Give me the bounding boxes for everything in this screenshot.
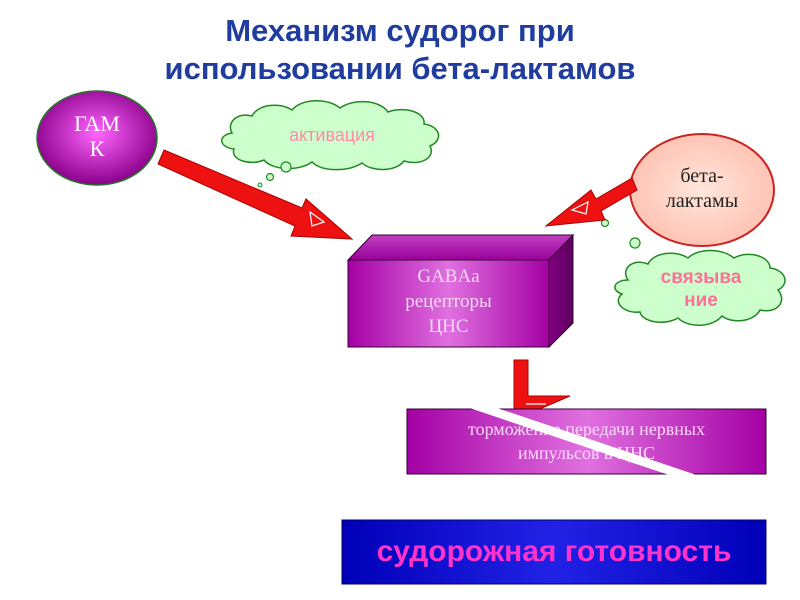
gaba-label: ГАМ К bbox=[57, 111, 137, 161]
binding-label: связыва ние bbox=[636, 266, 766, 312]
beta-lactams-label-line2: лактамы bbox=[665, 190, 739, 212]
gaba-label-line2: К bbox=[89, 136, 105, 161]
arrow-beta-to-receptor bbox=[544, 177, 638, 227]
gaba-node bbox=[36, 90, 158, 186]
page-title-line2: использовании бета-лактамов bbox=[164, 51, 636, 86]
receptor-label-line2: рецепторы bbox=[405, 291, 492, 312]
arrow-gaba-to-receptor bbox=[157, 149, 354, 240]
inhibition-label-line2: импульсов в ЦНС bbox=[517, 443, 656, 463]
receptor-label: GABAa рецепторы ЦНС bbox=[348, 264, 549, 339]
receptor-label-line1: GABAa bbox=[417, 266, 480, 287]
receptor-label-line3: ЦНС bbox=[428, 316, 469, 337]
result-label: судорожная готовность bbox=[376, 535, 732, 568]
activation-cloud bbox=[221, 100, 440, 188]
page-title-line1: Механизм судорог при bbox=[225, 13, 575, 48]
gaba-label-line1: ГАМ bbox=[74, 111, 120, 136]
inhibition-label-line1: торможение передачи нервных bbox=[467, 419, 706, 439]
beta-lactams-label: бета- лактамы bbox=[642, 164, 762, 214]
arrow-receptor-to-inhibition bbox=[513, 359, 571, 415]
inhibition-label: торможение передачи нервных импульсов в … bbox=[407, 417, 766, 465]
activation-label: активация bbox=[289, 125, 375, 145]
binding-label-line1: связыва bbox=[660, 267, 742, 288]
binding-label-line2: ние bbox=[684, 290, 718, 311]
result-box bbox=[341, 519, 767, 585]
receptor-cube bbox=[346, 233, 575, 349]
beta-lactams-label-line1: бета- bbox=[680, 165, 724, 187]
binding-cloud bbox=[591, 209, 786, 326]
